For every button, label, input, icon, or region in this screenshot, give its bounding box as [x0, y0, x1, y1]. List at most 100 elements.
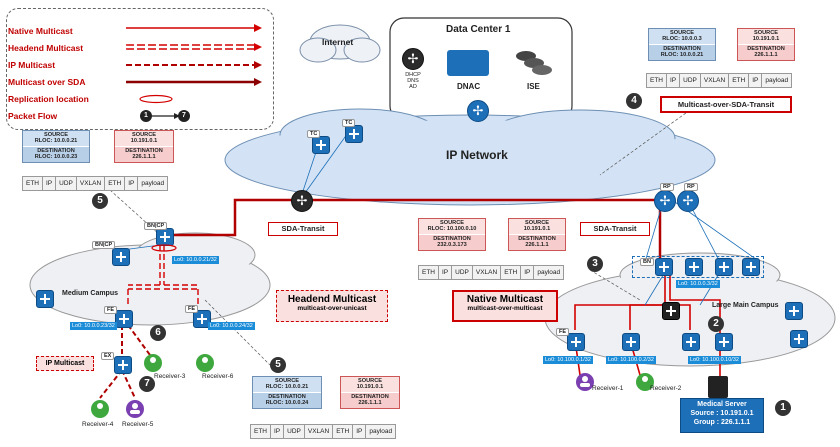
dest-title: DESTINATION	[747, 45, 785, 52]
source-value: RLOC: 10.0.0.21	[265, 384, 309, 391]
border-node-cluster	[632, 256, 764, 278]
fe-tag-2: FE	[185, 305, 199, 313]
dest-title: DESTINATION	[433, 235, 471, 242]
step-4: 4	[626, 93, 642, 109]
source-value: RLOC: 10.0.0.3	[662, 36, 702, 43]
fabric-edge-icon	[193, 310, 211, 328]
dest-value: 232.0.3.173	[437, 242, 467, 249]
fabric-edge-icon	[115, 310, 133, 328]
dest-title: DESTINATION	[351, 393, 389, 400]
source-value: RLOC: 10.0.0.21	[34, 138, 78, 145]
legend-ip-multicast: IP Multicast	[8, 60, 56, 70]
packet-field: payload	[537, 269, 561, 276]
source-value: RLOC: 10.100.0.10	[427, 226, 477, 233]
packet-field: IP	[43, 177, 57, 190]
headend-multicast-box: Headend Multicast multicast-over-unicast	[276, 290, 388, 322]
packet-middle: ETH IP UDP VXLAN ETH IP payload	[418, 265, 565, 280]
medium-campus-title: Medium Campus	[62, 290, 119, 297]
datacenter-router-icon	[467, 100, 489, 122]
native-multicast-box: Native Multicast multicast-over-multicas…	[452, 290, 558, 322]
fabric-edge-icon	[622, 333, 640, 351]
fe-tag-large-1: FE	[556, 328, 570, 336]
sda-transit-right: SDA-Transit	[580, 222, 650, 236]
border-node-icon	[685, 258, 703, 276]
step-2: 2	[708, 316, 724, 332]
dest-value: 226.1.1.1	[132, 154, 156, 161]
border-control-node-icon	[112, 248, 130, 266]
packet-field: ETH	[647, 74, 667, 87]
receiver-4-icon	[91, 400, 109, 418]
ip-multicast-box: IP Multicast	[36, 356, 94, 371]
dhcp-label: DHCP	[405, 72, 421, 78]
dest-title: DESTINATION	[518, 235, 556, 242]
packet-field: IP	[667, 74, 681, 87]
datacenter-title: Data Center 1	[446, 24, 511, 35]
tc-tag-1: TC	[307, 130, 321, 138]
wireless-ap-icon	[785, 302, 803, 320]
border-node-icon	[655, 258, 673, 276]
dns-label: DNS	[407, 78, 419, 84]
source-title: SOURCE	[44, 132, 68, 138]
legend-packet-flow: Packet Flow	[8, 111, 58, 121]
legend-replication-location: Replication location	[8, 94, 89, 104]
native-title: Native Multicast	[466, 294, 544, 305]
dest-value: RLOC: 10.0.0.24	[265, 400, 309, 407]
step-7: 7	[139, 376, 155, 392]
rp-router-icon	[654, 190, 676, 212]
ad-label: AD	[409, 84, 417, 90]
legend-flow-start: 1	[144, 112, 148, 119]
lo-fe2-medium: Lo0: 10.0.0.24/32	[208, 322, 255, 330]
receiver-6-label: Receiver-6	[202, 373, 234, 380]
packet-field: payload	[765, 77, 789, 84]
source-title: SOURCE	[132, 132, 156, 138]
fabric-edge-icon	[715, 333, 733, 351]
source-title: SOURCE	[670, 30, 694, 36]
packet-field: IP	[749, 74, 763, 87]
dest-value: RLOC: 10.0.0.23	[34, 154, 78, 161]
dest-title: DESTINATION	[125, 147, 163, 154]
transit-control-plane-icon	[312, 136, 330, 154]
dest-title: DESTINATION	[663, 45, 701, 52]
ip-network-label: IP Network	[446, 148, 508, 162]
native-sub: multicast-over-multicast	[467, 305, 543, 312]
packet-field: VXLAN	[701, 74, 730, 87]
internet-cloud	[299, 24, 381, 63]
multicast-over-sda-transit: Multicast-over-SDA-Transit	[660, 96, 792, 113]
tc-tag-2: TC	[342, 119, 356, 127]
packet-field: IP	[271, 425, 285, 438]
dhcp-dns-ad-server-icon	[402, 48, 424, 70]
bncp-tag-2: BN|CP	[92, 241, 116, 249]
packet-field: IP	[521, 266, 535, 279]
lo-fe2-large: Lo0: 10.100.0.2/32	[606, 356, 656, 364]
headend-paths	[127, 245, 199, 305]
packet-field: payload	[369, 428, 393, 435]
internet-label: Internet	[322, 37, 354, 47]
receiver-5-icon	[126, 400, 144, 418]
legend-swatches	[126, 24, 262, 122]
packet-field: ETH	[419, 266, 439, 279]
bncp-tag: BN|CP	[144, 222, 168, 230]
receiver-3-label: Receiver-3	[154, 373, 186, 380]
bn-tag: BN	[640, 258, 654, 266]
core-switch-icon	[662, 302, 680, 320]
dhcp-dns-ad-label: DHCP DNS AD	[403, 72, 423, 90]
wireless-ap-icon	[790, 330, 808, 348]
packet-bottom: ETH IP UDP VXLAN ETH IP payload	[250, 424, 397, 439]
transit-router-icon	[291, 190, 313, 212]
step-5-left: 5	[92, 193, 108, 209]
mc-over-sda-path	[165, 198, 660, 237]
dest-value: 226.1.1.1	[525, 242, 549, 249]
packet-top-right: ETH IP UDP VXLAN ETH IP payload	[646, 73, 793, 88]
packet-field: ETH	[23, 177, 43, 190]
ise-server-stack-icon	[512, 48, 556, 78]
packet-field: VXLAN	[473, 266, 502, 279]
rp-router-icon	[677, 190, 699, 212]
source-value: 10.191.0.1	[130, 138, 158, 145]
medical-server-box: Medical Server Source : 10.191.0.1 Group…	[680, 398, 764, 433]
